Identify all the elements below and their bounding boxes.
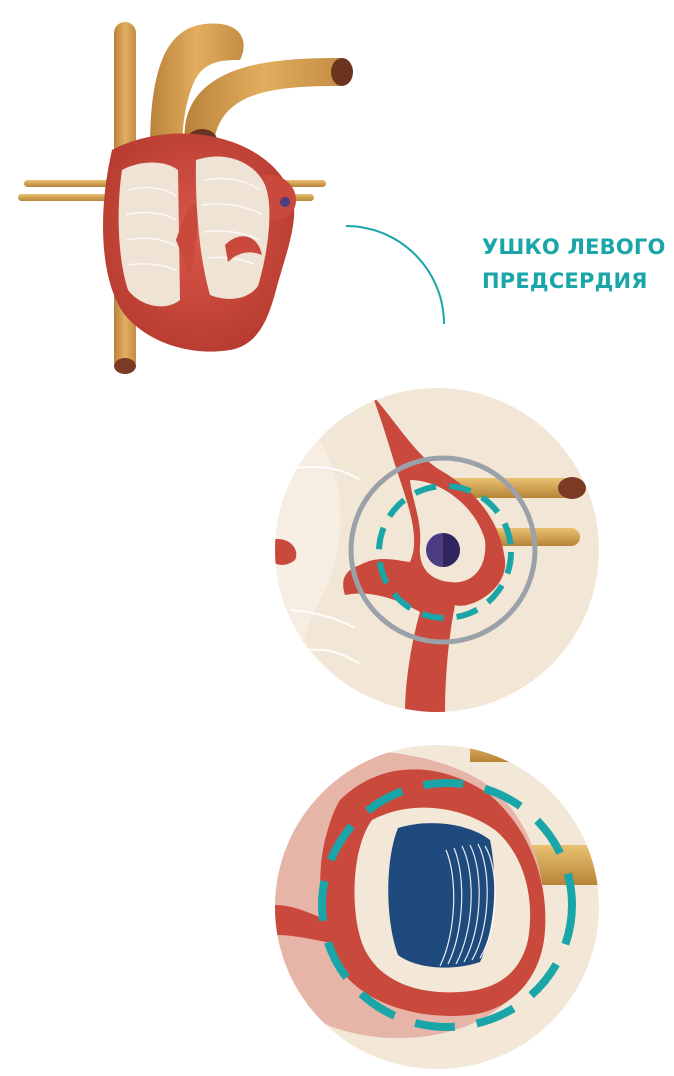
- right-chamber: [119, 163, 180, 307]
- left-chamber: [196, 156, 270, 298]
- occluder-device-icon: [275, 738, 620, 1069]
- appendage-zoom-icon: [270, 388, 599, 712]
- annotation-line-1: УШКО ЛЕВОГО: [482, 230, 672, 264]
- annotation-line-2: ПРЕДСЕРДИЯ: [482, 264, 672, 298]
- callout-connector: [346, 226, 444, 324]
- annotation-label: УШКО ЛЕВОГО ПРЕДСЕРДИЯ: [482, 230, 672, 298]
- appendage-marker: [280, 197, 290, 207]
